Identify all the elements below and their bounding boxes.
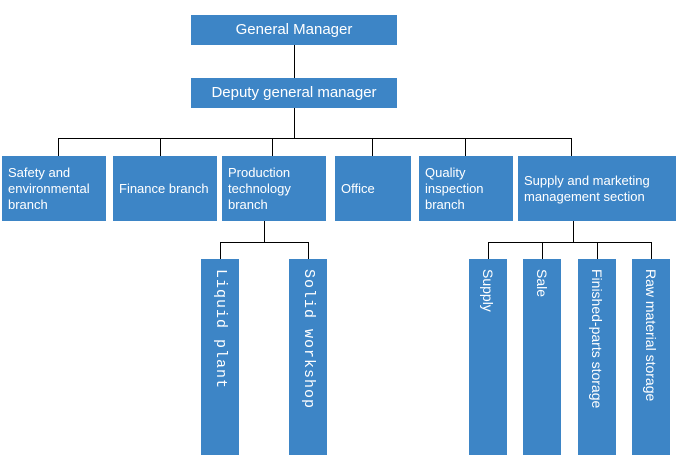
node-general-manager[interactable]: General Manager bbox=[191, 15, 397, 45]
node-label: Finance branch bbox=[119, 180, 209, 196]
node-sale[interactable]: Sale bbox=[523, 259, 561, 455]
node-label: Office bbox=[341, 180, 375, 196]
connector-drop-sale bbox=[542, 242, 543, 259]
connector-drop-supply-marketing bbox=[571, 138, 572, 156]
node-label: Supply and marketing management section bbox=[524, 172, 650, 204]
node-office[interactable]: Office bbox=[335, 156, 411, 221]
connector-drop-quality bbox=[465, 138, 466, 156]
node-label: Solid workshop bbox=[300, 269, 317, 410]
node-label: Supply bbox=[480, 269, 496, 312]
node-raw-material-storage[interactable]: Raw material storage bbox=[632, 259, 670, 455]
node-label: Safety and environmental branch bbox=[8, 164, 90, 212]
node-liquid-plant[interactable]: Liquid plant bbox=[201, 259, 239, 455]
node-solid-workshop[interactable]: Solid workshop bbox=[289, 259, 327, 455]
connector-production-stem bbox=[264, 221, 265, 242]
node-label: Liquid plant bbox=[212, 269, 229, 390]
node-label: Sale bbox=[534, 269, 550, 298]
connector-gm-to-deputy bbox=[294, 45, 295, 78]
connector-drop-safety bbox=[58, 138, 59, 156]
connector-supply-marketing-bus bbox=[488, 242, 651, 243]
connector-drop-finance bbox=[160, 138, 161, 156]
node-label: Raw material storage bbox=[643, 269, 659, 402]
connector-drop-liquid-plant bbox=[220, 242, 221, 259]
node-supply-and-marketing-management-section[interactable]: Supply and marketing management section bbox=[518, 156, 676, 221]
connector-drop-office bbox=[372, 138, 373, 156]
node-label: Finished-parts storage bbox=[589, 269, 605, 409]
node-finished-parts-storage[interactable]: Finished-parts storage bbox=[578, 259, 616, 455]
connector-drop-raw-material-storage bbox=[651, 242, 652, 259]
connector-drop-supply bbox=[488, 242, 489, 259]
node-label: General Manager bbox=[235, 21, 353, 38]
connector-drop-solid-workshop bbox=[308, 242, 309, 259]
connector-deputy-stem bbox=[294, 108, 295, 138]
node-deputy-general-manager[interactable]: Deputy general manager bbox=[191, 78, 397, 108]
node-safety-and-environmental-branch[interactable]: Safety and environmental branch bbox=[2, 156, 106, 221]
node-production-technology-branch[interactable]: Production technology branch bbox=[222, 156, 326, 221]
connector-production-bus bbox=[220, 242, 309, 243]
node-finance-branch[interactable]: Finance branch bbox=[113, 156, 217, 221]
node-supply[interactable]: Supply bbox=[469, 259, 507, 455]
node-label: Production technology branch bbox=[228, 164, 291, 212]
node-label: Deputy general manager bbox=[211, 84, 377, 101]
node-quality-inspection-branch[interactable]: Quality inspection branch bbox=[419, 156, 513, 221]
connector-drop-production bbox=[272, 138, 273, 156]
connector-supply-marketing-stem bbox=[573, 221, 574, 242]
node-label: Quality inspection branch bbox=[425, 164, 484, 212]
connector-level3-bus bbox=[58, 138, 571, 139]
connector-drop-finished-parts-storage bbox=[597, 242, 598, 259]
